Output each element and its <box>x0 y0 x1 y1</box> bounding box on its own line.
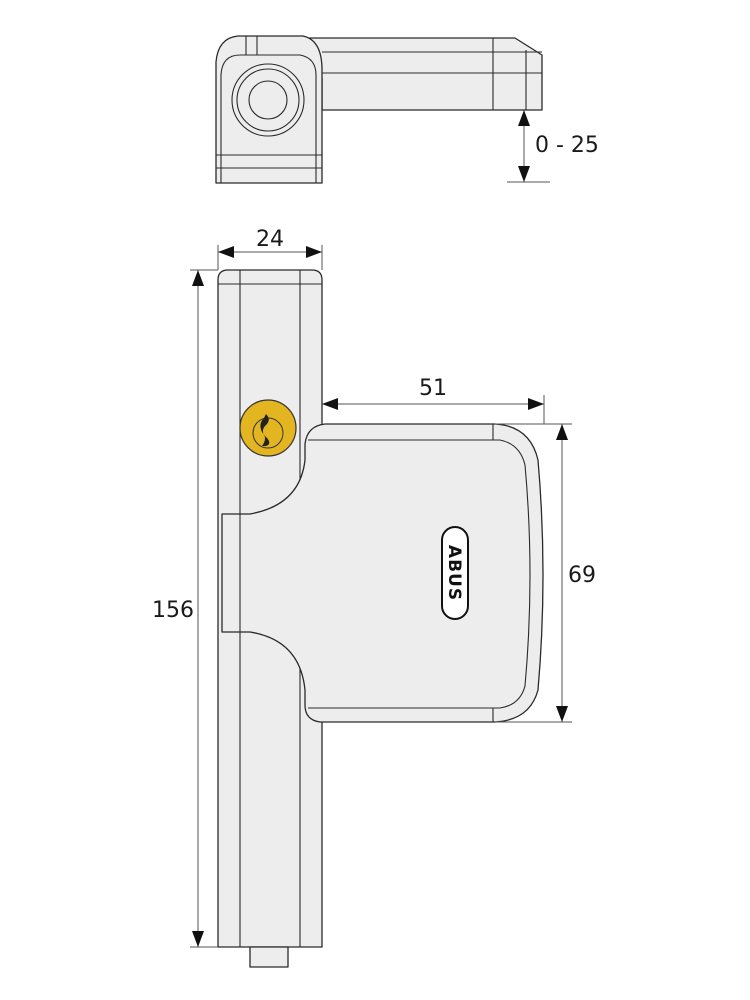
top-view-cylinder-icon <box>231 63 305 137</box>
top-view-arm <box>299 37 543 111</box>
mounting-plate <box>221 423 544 723</box>
key-cylinder-icon <box>239 399 297 457</box>
width-dimension-label: 24 <box>256 227 284 252</box>
plate-width-dimension-label: 51 <box>419 376 447 401</box>
svg-text:ABUS: ABUS <box>444 545 464 601</box>
hinge-pin <box>249 946 289 968</box>
top-view-dimension-label: 0 - 25 <box>535 133 599 158</box>
total-height-dimension-label: 156 <box>152 598 194 623</box>
plate-height-dimension-label: 69 <box>568 563 596 588</box>
top-view-body <box>215 35 323 184</box>
front-view: ABUS 24 51 69 156 <box>152 227 596 968</box>
abus-logo: ABUS <box>441 526 469 620</box>
top-view: 0 - 25 <box>215 35 599 184</box>
